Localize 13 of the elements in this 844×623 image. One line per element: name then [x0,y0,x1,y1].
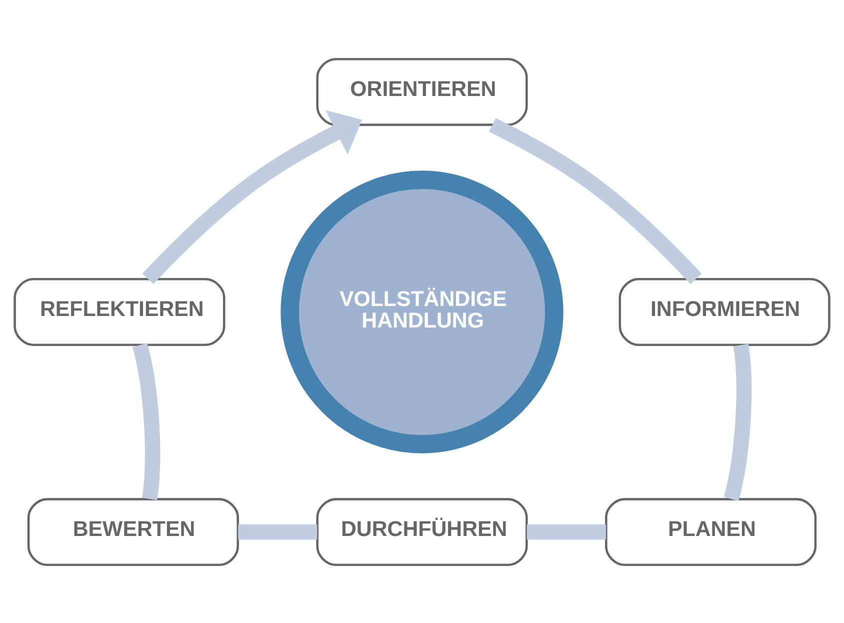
node-circle: VOLLSTÄNDIGE HANDLUNG [280,170,564,453]
node-box: DURCHFÜHREN [316,498,528,566]
node-box: PLANEN [604,498,817,566]
connector [238,524,318,540]
connector [724,344,752,500]
node-box: BEWERTEN [27,498,240,566]
connector [488,118,702,284]
connector [132,342,160,500]
node-box: INFORMIEREN [618,278,830,346]
node-box: REFLEKTIEREN [14,278,226,346]
node-box: ORIENTIEREN [316,57,528,126]
connector [526,524,606,540]
arrow [142,110,362,284]
